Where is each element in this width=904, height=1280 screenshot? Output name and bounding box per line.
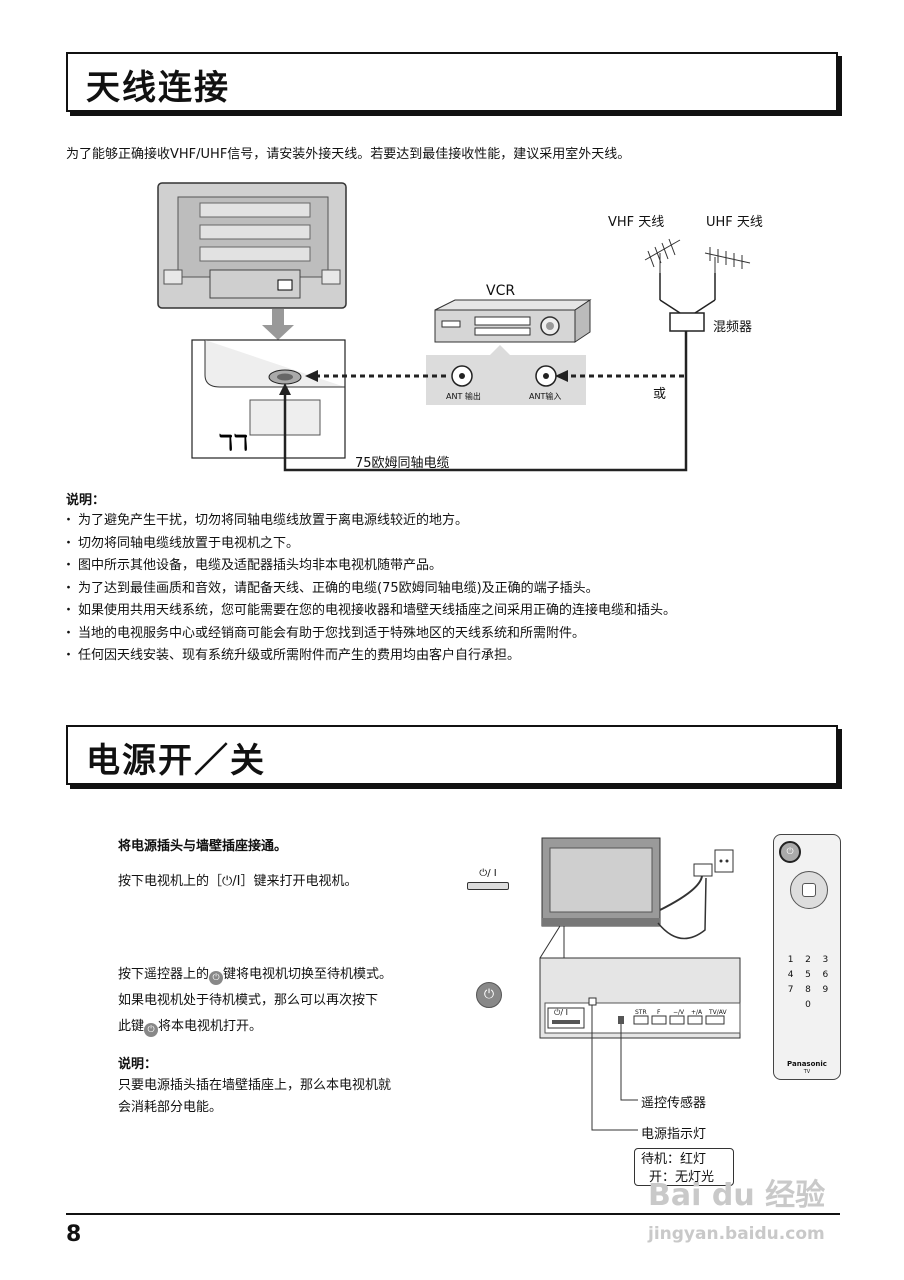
remote-power-icon: ⏻ (476, 982, 502, 1008)
ant-out-label: ANT 输出 (446, 392, 481, 401)
tv-power-button-graphic: ⏻/ I (467, 868, 509, 890)
power-icon: ⏻ (144, 1023, 159, 1037)
remote-power-button: ⏻ (779, 841, 801, 863)
power-icon: ⏻ (209, 971, 224, 985)
standby-instructions: 按下遥控器上的⏻键将电视机切换至待机模式。 如果电视机处于待机模式，那么可以再次… (118, 967, 393, 1037)
watermark-brand: Bai du 经验 (648, 1178, 826, 1213)
note-item: 图中所示其他设备，电缆及适配器插头均非本电视机随带产品。 (62, 555, 836, 578)
section-title-power: 电源开／关 (66, 725, 838, 785)
power-note-line2: 会消耗部分电能。 (118, 1100, 223, 1115)
vcr-label: VCR (486, 283, 516, 299)
power-note-line1: 只要电源插头插在墙壁插座上，那么本电视机就 (118, 1078, 392, 1093)
remote-tv-label: TV (803, 1069, 811, 1075)
note-item: 当地的电视服务中心或经销商可能会有助于您找到适于特殊地区的天线系统和所需附件。 (62, 623, 836, 646)
remote-brand: Panasonic (787, 1060, 827, 1068)
vhf-antenna-label: VHF 天线 (608, 215, 665, 230)
note-item: 任何因天线安装、现有系统升级或所需附件而产生的费用均由客户自行承担。 (62, 645, 836, 668)
step-power-on: 按下电视机上的［⏻/I］键来打开电视机。 (118, 874, 358, 889)
note-item: 切勿将同轴电缆线放置于电视机之下。 (62, 533, 836, 556)
svg-text:ℸℸ: ℸℸ (218, 431, 248, 456)
notes-title: 说明： (66, 493, 106, 508)
section-title-text: 电源开／关 (86, 741, 266, 781)
coax-cable-label: 75欧姆同轴电缆 (355, 456, 450, 471)
power-button-label: ⏻/ I (479, 868, 497, 879)
page-number: 8 (66, 1222, 82, 1247)
antenna-terminal-zoom: ℸℸ (191, 339, 346, 459)
notes-list: 为了避免产生干扰，切勿将同轴电缆线放置于离电源线较近的地方。 切勿将同轴电缆线放… (62, 510, 836, 668)
remote-number-pad: 1 2 3 4 5 6 7 8 9 0 (787, 955, 829, 1010)
antenna-intro: 为了能够正确接收VHF/UHF信号，请安装外接天线。若要达到最佳接收性能，建议采… (66, 147, 631, 162)
note-item: 为了避免产生干扰，切勿将同轴电缆线放置于离电源线较近的地方。 (62, 510, 836, 533)
power-indicator-label: 电源指示灯 (641, 1127, 707, 1142)
watermark-url: jingyan.baidu.com (648, 1224, 825, 1244)
remote-control-illustration: ⏻ 1 2 3 4 5 6 7 8 9 0 Panasonic TV (773, 834, 841, 1080)
uhf-antenna-label: UHF 天线 (706, 215, 763, 230)
section-title-antenna: 天线连接 (66, 52, 838, 112)
panel-power-label: ⏻/ I (554, 1008, 568, 1017)
tv-front-illustration (539, 837, 741, 1131)
mixer-label: 混频器 (713, 320, 753, 335)
antenna-connection-diagram: ℸℸ (157, 182, 751, 472)
remote-sensor-label: 遥控传感器 (641, 1096, 707, 1111)
ant-in-label: ANT输入 (529, 392, 562, 401)
footer-rule (66, 1213, 840, 1215)
vhf-antenna-illustration (644, 238, 681, 273)
uhf-antenna-illustration (704, 247, 751, 273)
step-plug-in: 将电源插头与墙壁插座接通。 (118, 839, 288, 854)
section-title-text: 天线连接 (86, 68, 230, 108)
indicator-status-box: 待机：红灯 开：无灯光 (634, 1148, 734, 1186)
note-item: 如果使用共用天线系统，您可能需要在您的电视接收器和墙壁天线插座之间采用正确的连接… (62, 600, 836, 623)
power-note-title: 说明： (118, 1057, 158, 1072)
note-item: 为了达到最佳画质和音效，请配备天线、正确的电缆(75欧姆同轴电缆)及正确的端子插… (62, 578, 836, 601)
vcr-illustration (434, 299, 592, 343)
or-label: 或 (653, 387, 667, 402)
tv-back-illustration (157, 182, 347, 309)
